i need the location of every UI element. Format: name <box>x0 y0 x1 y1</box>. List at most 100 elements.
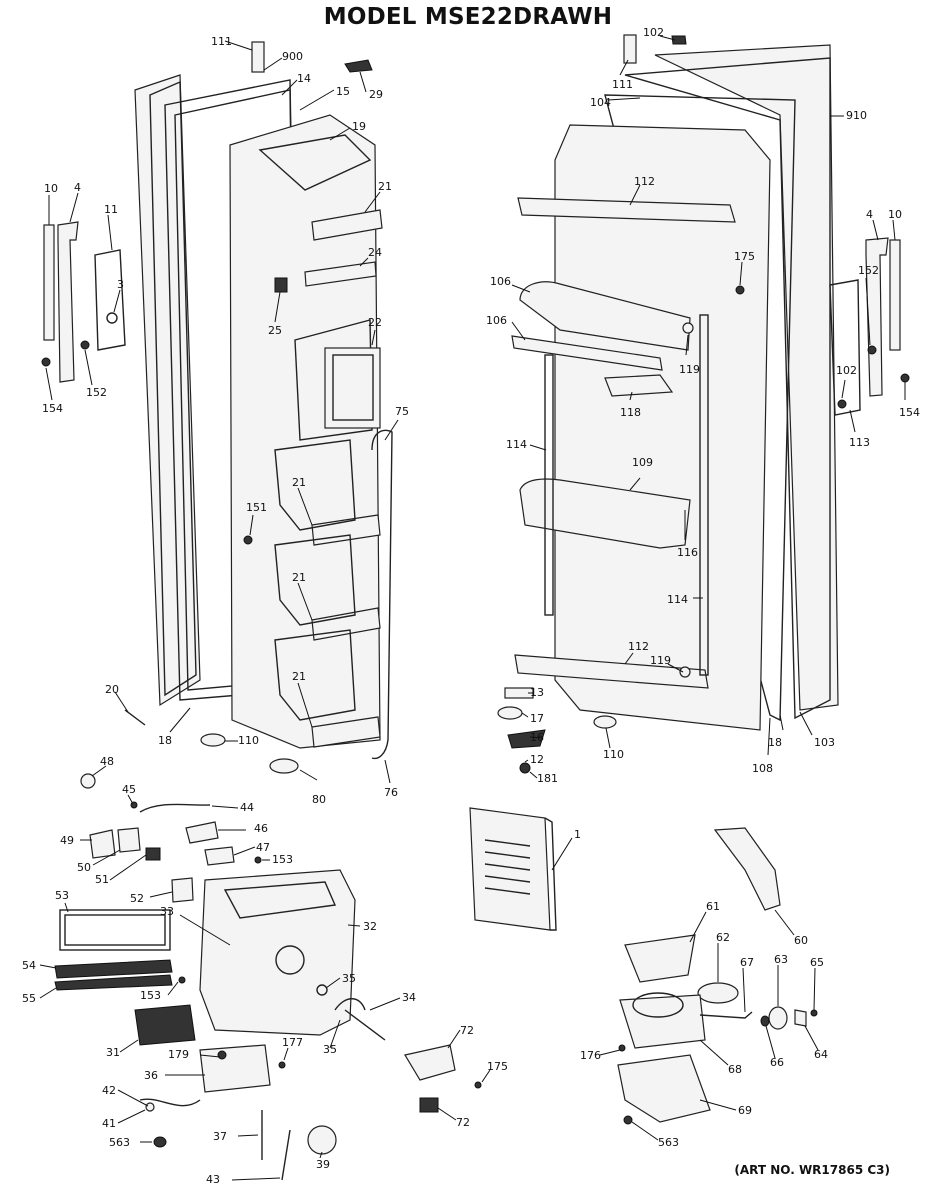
dispenser-frame-part <box>324 347 381 429</box>
cap-part <box>671 35 687 45</box>
callout-label: 22 <box>368 316 382 329</box>
callout-label: 33 <box>160 905 174 918</box>
callout-label: 13 <box>530 686 544 699</box>
callout-label: 112 <box>628 640 649 653</box>
hinge-bracket-right <box>865 237 889 397</box>
callout-label: 54 <box>22 959 36 972</box>
callout-label: 118 <box>620 406 641 419</box>
screw-563-left <box>153 1136 167 1148</box>
callout-label: 119 <box>650 654 671 667</box>
outer-door-inner-edge <box>149 80 197 697</box>
screw-181 <box>519 762 531 774</box>
callout-label: 112 <box>634 175 655 188</box>
screw-179 <box>217 1050 227 1060</box>
dispenser-cover-53 <box>59 909 171 951</box>
dispenser-motor-assembly <box>617 827 818 1125</box>
callout-label: 18 <box>768 736 782 749</box>
art-number: (ART NO. WR17865 C3) <box>734 1163 890 1177</box>
callout-label: 153 <box>272 853 293 866</box>
part-51 <box>145 847 161 861</box>
callout-label: 50 <box>77 861 91 874</box>
manual-text-lines <box>484 839 531 895</box>
callout-label: 116 <box>677 546 698 559</box>
bracket-36 <box>199 1044 271 1093</box>
screw-153 <box>254 856 262 864</box>
knob-48 <box>80 773 96 789</box>
callout-label: 67 <box>740 956 754 969</box>
callout-label: 10 <box>44 182 58 195</box>
callout-label: 102 <box>836 364 857 377</box>
callout-label: 76 <box>384 786 398 799</box>
screw-176 <box>618 1044 626 1052</box>
callout-label: 176 <box>580 1049 601 1062</box>
callout-label: 62 <box>716 931 730 944</box>
callout-label: 104 <box>590 96 611 109</box>
callout-label: 44 <box>240 801 254 814</box>
shelf-pin <box>679 666 691 678</box>
part-47 <box>204 846 235 866</box>
callout-label: 55 <box>22 992 36 1005</box>
hinge-bracket <box>57 221 79 383</box>
callout-label: 152 <box>858 264 879 277</box>
switch-72 <box>419 1097 439 1113</box>
hinge-trim <box>43 224 55 341</box>
owners-manual <box>469 807 557 931</box>
callout-label: 111 <box>211 35 232 48</box>
callout-label: 17 <box>530 712 544 725</box>
callout-label: 19 <box>352 120 366 133</box>
callout-label: 75 <box>395 405 409 418</box>
screw-part <box>124 709 146 726</box>
callout-label: 114 <box>667 593 688 606</box>
callout-label: 39 <box>316 1158 330 1171</box>
callout-label: 61 <box>706 900 720 913</box>
callout-label: 53 <box>55 889 69 902</box>
callout-label: 72 <box>456 1116 470 1129</box>
strip-55 <box>54 974 173 991</box>
callout-label: 21 <box>292 571 306 584</box>
egg-tray <box>604 374 674 397</box>
motor-39 <box>307 1125 337 1155</box>
callout-label: 42 <box>102 1084 116 1097</box>
callout-label: 41 <box>102 1117 116 1130</box>
callout-label: 64 <box>814 1048 828 1061</box>
butter-bin <box>519 281 691 351</box>
callout-label: 35 <box>342 972 356 985</box>
screw-part <box>900 373 910 383</box>
dispenser-frame-window <box>332 354 374 421</box>
screw-part <box>735 285 745 295</box>
gear-63 <box>768 1006 788 1030</box>
butter-bin-door <box>511 335 663 371</box>
housing-68 <box>619 994 706 1049</box>
door-shelf-bar-right <box>517 197 736 223</box>
part-52 <box>171 877 194 903</box>
callout-label: 563 <box>109 1136 130 1149</box>
rod-43 <box>281 1129 291 1181</box>
housing-ring <box>632 992 684 1018</box>
callout-label: 103 <box>814 736 835 749</box>
callout-label: 49 <box>60 834 74 847</box>
spring-34 <box>334 998 386 1041</box>
left-hinge-group <box>41 221 126 383</box>
screw-65 <box>810 1009 818 1017</box>
callout-label: 20 <box>105 683 119 696</box>
part-50 <box>117 827 141 853</box>
callout-label: 111 <box>612 78 633 91</box>
hinge-cover-right <box>829 279 861 416</box>
callout-label: 154 <box>899 406 920 419</box>
callout-label: 563 <box>658 1136 679 1149</box>
callout-label: 179 <box>168 1048 189 1061</box>
shelf-rail-left <box>544 354 554 616</box>
screw-part <box>867 345 877 355</box>
callout-label: 110 <box>238 734 259 747</box>
callout-label: 29 <box>369 88 383 101</box>
callout-label: 175 <box>487 1060 508 1073</box>
callout-label: 10 <box>888 208 902 221</box>
freezer-door-assembly <box>124 41 393 774</box>
clip-part <box>344 59 373 73</box>
callout-label: 152 <box>86 386 107 399</box>
actuator-part <box>275 945 305 975</box>
part-42 <box>145 1102 155 1112</box>
door-shelf-bar <box>311 607 381 641</box>
callout-label: 114 <box>506 438 527 451</box>
callout-label: 37 <box>213 1130 227 1143</box>
